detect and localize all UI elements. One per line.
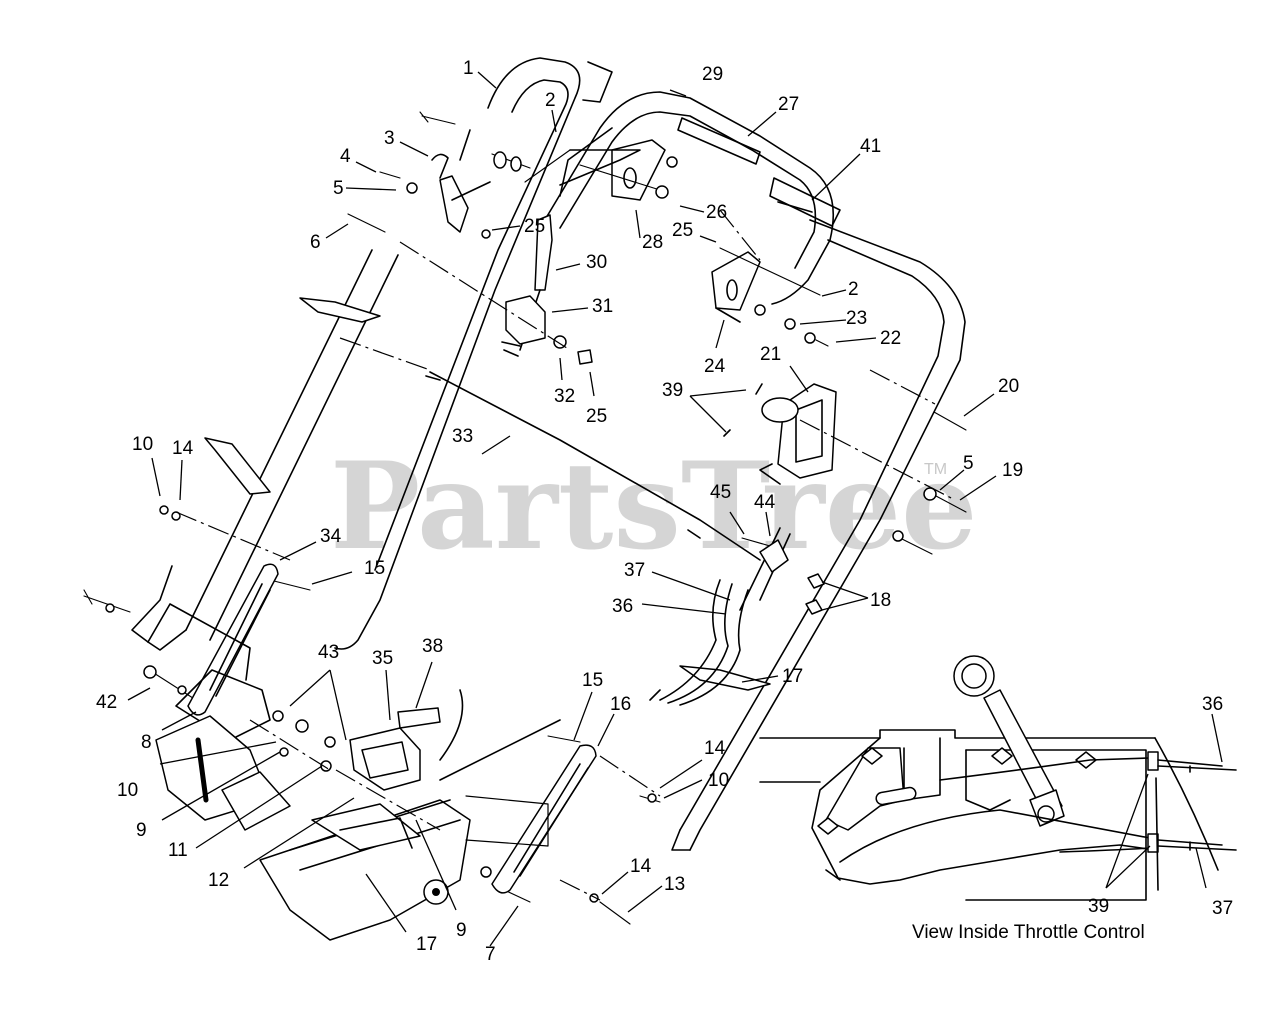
- watermark-trademark: TM: [924, 461, 947, 478]
- callout-20: 20: [998, 376, 1019, 397]
- callout-2: 2: [545, 90, 556, 111]
- bolts-right: [480, 332, 967, 925]
- bracket-24: [711, 247, 821, 330]
- callout-24: 24: [704, 356, 726, 377]
- lower-handle-right: [671, 219, 966, 851]
- inset-caption: View Inside Throttle Control: [912, 922, 1145, 943]
- callouts: 1 2 2 3 4 5 5 6 7 8 9 9 10 10 10 11 12 1…: [96, 58, 1233, 965]
- callout-19: 19: [1002, 460, 1023, 481]
- callout-38: 38: [422, 636, 443, 657]
- callout-13: 13: [664, 874, 685, 895]
- inset-throttle-view: [759, 655, 1237, 901]
- callout-9: 9: [456, 920, 467, 941]
- callout-10: 10: [117, 780, 138, 801]
- callout-22: 22: [880, 328, 901, 349]
- callout-12: 12: [208, 870, 229, 891]
- callout-5: 5: [333, 178, 344, 199]
- callout-1: 1: [463, 58, 474, 79]
- callout-27: 27: [778, 94, 799, 115]
- block-31: [505, 295, 593, 365]
- throttle-control-21: [723, 383, 837, 485]
- callout-10: 10: [708, 770, 729, 791]
- callout-15: 15: [364, 558, 385, 579]
- lower-handle-left: [131, 249, 399, 651]
- callout-25: 25: [586, 406, 607, 427]
- watermark-brand: PartsTree: [330, 436, 977, 577]
- callout-36: 36: [1202, 694, 1223, 715]
- callout-18: 18: [870, 590, 891, 611]
- callout-41: 41: [860, 136, 881, 157]
- callout-39: 39: [662, 380, 683, 401]
- callout-7: 7: [485, 944, 496, 965]
- callout-9: 9: [136, 820, 147, 841]
- callout-25: 25: [672, 220, 693, 241]
- callout-33: 33: [452, 426, 473, 447]
- callout-23: 23: [846, 308, 867, 329]
- leader-lines: [127, 71, 1223, 947]
- callout-37: 37: [1212, 898, 1233, 919]
- callout-17: 17: [782, 666, 803, 687]
- callout-16: 16: [610, 694, 631, 715]
- callout-5: 5: [963, 453, 974, 474]
- callout-28: 28: [642, 232, 663, 253]
- upper-handle-29: [545, 91, 841, 305]
- callout-2: 2: [848, 279, 859, 300]
- callout-36: 36: [612, 596, 633, 617]
- upper-handle: [334, 57, 613, 650]
- callout-11: 11: [168, 840, 188, 861]
- callout-14: 14: [704, 738, 726, 759]
- callout-3: 3: [384, 128, 395, 149]
- callout-34: 34: [320, 526, 342, 547]
- callout-32: 32: [554, 386, 575, 407]
- callout-39: 39: [1088, 896, 1109, 917]
- deck-assembly: [147, 603, 561, 941]
- bracket-28: [524, 139, 678, 201]
- callout-30: 30: [586, 252, 607, 273]
- callout-42: 42: [96, 692, 117, 713]
- callout-14: 14: [172, 438, 194, 459]
- callout-37: 37: [624, 560, 645, 581]
- callout-35: 35: [372, 648, 393, 669]
- callout-31: 31: [592, 296, 613, 317]
- cable-33: [425, 371, 761, 561]
- callout-17: 17: [416, 934, 437, 955]
- callout-29: 29: [702, 64, 723, 85]
- bracket-16: [491, 744, 597, 894]
- clip-3: [439, 175, 491, 233]
- watermark: PartsTree TM: [330, 436, 977, 577]
- callout-25: 25: [524, 216, 545, 237]
- control-cables: [649, 579, 749, 706]
- callout-43: 43: [318, 642, 339, 663]
- callout-10: 10: [132, 434, 153, 455]
- callout-21: 21: [760, 344, 781, 365]
- callout-15: 15: [582, 670, 603, 691]
- callout-6: 6: [310, 232, 321, 253]
- center-lines: [175, 209, 956, 901]
- callout-4: 4: [340, 146, 351, 167]
- callout-8: 8: [141, 732, 152, 753]
- callout-45: 45: [710, 482, 731, 503]
- callout-14: 14: [630, 856, 652, 877]
- callout-44: 44: [754, 492, 776, 513]
- callout-26: 26: [706, 202, 727, 223]
